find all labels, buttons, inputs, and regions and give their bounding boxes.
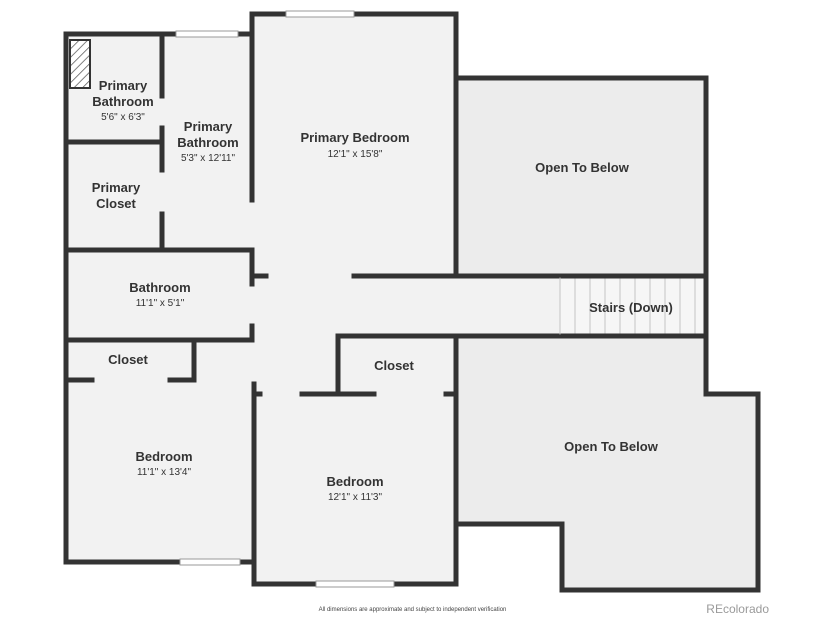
bedroom-center-floor — [254, 394, 456, 584]
dimensions-disclaimer: All dimensions are approximate and subje… — [318, 607, 507, 613]
primary-closet-name-2: Closet — [96, 196, 136, 211]
primary-bath-large-dims: 5'3" x 12'11" — [181, 153, 236, 164]
stair-treads — [574, 278, 696, 334]
walls — [63, 11, 761, 593]
window — [179, 558, 241, 566]
bedroom-center-dims: 12'1" x 11'3" — [328, 492, 383, 503]
primary-bath-large-floor — [162, 34, 252, 250]
window — [315, 580, 395, 588]
hatched-chase — [69, 39, 91, 89]
brand-watermark: REcolorado — [706, 602, 769, 616]
primary-bath-small-name-2: Bathroom — [92, 94, 153, 109]
bedroom-left-name: Bedroom — [135, 449, 192, 464]
window — [285, 10, 355, 18]
primary-bedroom-floor — [252, 14, 456, 276]
window — [175, 30, 239, 38]
closet-center-floor — [338, 336, 456, 394]
room-labels: Primary Bathroom 5'6" x 6'3" Primary Bat… — [92, 78, 673, 503]
bathroom-dims: 11'1" x 5'1" — [136, 298, 185, 309]
primary-bath-small-dims: 5'6" x 6'3" — [101, 112, 145, 123]
stairs-name: Stairs (Down) — [589, 300, 673, 315]
stairs-floor — [560, 276, 706, 336]
bedroom-center-name: Bedroom — [326, 474, 383, 489]
primary-bedroom-name: Primary Bedroom — [300, 130, 409, 145]
closet-left-name: Closet — [108, 352, 148, 367]
primary-bath-large-name-1: Primary — [184, 119, 233, 134]
bathroom-name: Bathroom — [129, 280, 190, 295]
open-to-below-top-name: Open To Below — [535, 160, 630, 175]
primary-closet-floor — [66, 142, 162, 250]
primary-bath-large-name-2: Bathroom — [177, 135, 238, 150]
open-to-below-top-floor — [456, 78, 706, 276]
bedroom-left-dims: 11'1" x 13'4" — [137, 467, 192, 478]
bedroom-left-floor — [66, 340, 254, 562]
primary-bath-small-name-1: Primary — [99, 78, 148, 93]
floor-fills — [66, 14, 758, 590]
open-to-below-bottom-floor — [456, 336, 758, 590]
primary-closet-name-1: Primary — [92, 180, 141, 195]
bathroom-floor — [66, 250, 254, 340]
closet-center-name: Closet — [374, 358, 414, 373]
windows — [175, 10, 395, 588]
open-to-below-bottom-name: Open To Below — [564, 439, 659, 454]
primary-bedroom-dims: 12'1" x 15'8" — [328, 149, 383, 160]
